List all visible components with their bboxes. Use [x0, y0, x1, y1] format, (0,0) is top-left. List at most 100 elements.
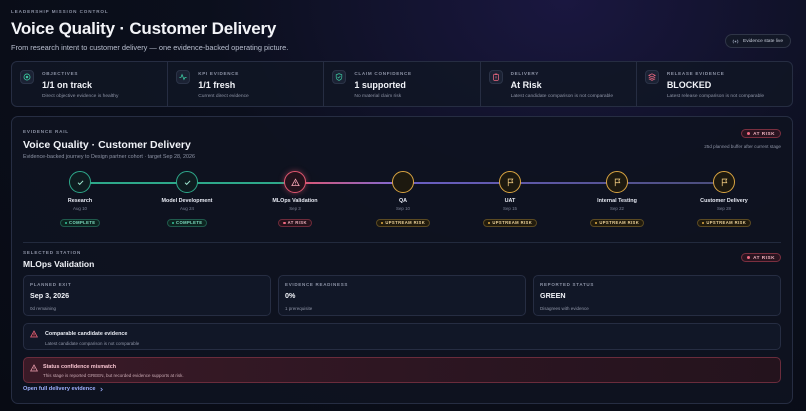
station-status-badge: UPSTREAM RISK: [375, 218, 431, 227]
status-mismatch-alert: Status confidence mismatch This stage is…: [23, 357, 781, 383]
kpi-release-evidence[interactable]: RELEASE EVIDENCE BLOCKED Latest release …: [637, 62, 792, 106]
kpi-claim-confidence[interactable]: CLAIM CONFIDENCE 1 supported No material…: [324, 62, 481, 106]
station-status-badge: UPSTREAM RISK: [696, 218, 752, 227]
kpi-strip: OBJECTIVES 1/1 on track Direct objective…: [11, 61, 793, 107]
track-segment-risk: [295, 182, 403, 184]
station-name: MLOps Validation: [272, 198, 318, 204]
card-value: 0%: [285, 291, 296, 300]
broadcast-icon: [732, 39, 739, 43]
chevron-right-icon: [100, 387, 104, 391]
kpi-label: KPI EVIDENCE: [198, 71, 240, 76]
kpi-value: BLOCKED: [666, 80, 712, 90]
station-qa[interactable]: QA Sep 10 UPSTREAM RISK: [358, 171, 448, 229]
warning-icon: [290, 177, 300, 186]
station-name: Research: [67, 198, 93, 204]
station-name: Internal Testing: [597, 198, 637, 204]
station-node[interactable]: [499, 171, 521, 193]
station-status-badge: COMPLETE: [166, 218, 208, 227]
card-value: GREEN: [540, 291, 566, 300]
evidence-readiness-card: EVIDENCE READINESS 0% 1 prerequisite: [278, 275, 526, 316]
target-icon: [23, 73, 31, 81]
kpi-sub: Latest release comparison is not compara…: [666, 94, 765, 99]
station-model-development[interactable]: Model Development Aug 24 COMPLETE: [142, 171, 232, 229]
station-research[interactable]: Research Aug 10 COMPLETE: [35, 171, 125, 229]
card-sub: 1 prerequisite: [285, 306, 313, 311]
kpi-value: At Risk: [510, 80, 542, 90]
card-value: Sep 3, 2026: [30, 291, 70, 300]
clipboard-alert-icon: [492, 73, 499, 81]
evidence-title: Comparable candidate evidence: [45, 331, 128, 337]
kpi-label: DELIVERY: [510, 71, 540, 76]
check-icon: [184, 179, 190, 185]
kpi-sub: Current direct evidence: [198, 94, 249, 99]
page-subtitle: From research intent to customer deliver…: [11, 43, 289, 52]
station-node[interactable]: [713, 171, 735, 193]
selected-eyebrow: SELECTED STATION: [23, 250, 82, 255]
status-dot: [747, 132, 751, 135]
check-icon: [77, 179, 83, 185]
station-status-badge: UPSTREAM RISK: [482, 218, 538, 227]
rail-status-label: AT RISK: [753, 131, 775, 136]
section-divider: [23, 242, 781, 243]
station-date: Aug 10: [73, 206, 87, 211]
station-name: Customer Delivery: [700, 198, 748, 204]
card-sub: Disagrees with evidence: [540, 306, 589, 311]
open-delivery-evidence-link[interactable]: Open full delivery evidence: [23, 386, 104, 392]
kpi-objectives[interactable]: OBJECTIVES 1/1 on track Direct objective…: [12, 62, 169, 106]
rail-status-badge: AT RISK: [741, 129, 781, 138]
kpi-sub: Latest candidate comparison is not compa…: [510, 94, 614, 99]
station-name: QA: [398, 198, 408, 204]
kpi-value: 1/1 fresh: [198, 80, 236, 90]
flag-icon: [721, 178, 727, 186]
kpi-delivery[interactable]: DELIVERY At Risk Latest candidate compar…: [481, 62, 637, 106]
kpi-evidence[interactable]: KPI EVIDENCE 1/1 fresh Current direct ev…: [168, 62, 325, 106]
kpi-label: RELEASE EVIDENCE: [666, 71, 725, 76]
open-link-label: Open full delivery evidence: [23, 386, 96, 392]
station-node[interactable]: [392, 171, 414, 193]
selected-station-title: MLOps Validation: [23, 259, 95, 269]
page-eyebrow: LEADERSHIP MISSION CONTROL: [11, 9, 109, 14]
evidence-live-badge[interactable]: Evidence state live: [725, 34, 791, 48]
live-badge-label: Evidence state live: [743, 38, 783, 44]
mismatch-sub: This stage is reported GREEN, but record…: [43, 373, 184, 378]
rail-subtitle: Evidence-backed journey to Design partne…: [23, 154, 196, 160]
station-date: Sep 28: [717, 206, 731, 211]
activity-icon: [179, 73, 187, 81]
shield-check-icon: [336, 73, 343, 81]
card-sub: 0d remaining: [30, 306, 57, 311]
card-label: REPORTED STATUS: [540, 282, 595, 287]
kpi-sub: Direct objective evidence is healthy: [42, 94, 119, 99]
station-customer-delivery[interactable]: Customer Delivery Sep 28 UPSTREAM RISK: [679, 171, 769, 229]
rail-title: Voice Quality · Customer Delivery: [23, 139, 191, 151]
warning-icon: [30, 364, 38, 372]
evidence-sub: Latest candidate comparison is not compa…: [45, 341, 140, 346]
station-name: Model Development: [161, 198, 213, 204]
kpi-value: 1/1 on track: [42, 80, 93, 90]
station-uat[interactable]: UAT Sep 15 UPSTREAM RISK: [465, 171, 555, 229]
station-date: Aug 24: [180, 206, 194, 211]
selected-status-label: AT RISK: [753, 255, 775, 260]
station-node[interactable]: [176, 171, 198, 193]
status-dot: [747, 256, 751, 259]
station-status-badge: UPSTREAM RISK: [589, 218, 645, 227]
page-header: LEADERSHIP MISSION CONTROL Voice Quality…: [11, 9, 288, 52]
station-status-badge: COMPLETE: [59, 218, 101, 227]
station-date: Sep 10: [396, 206, 410, 211]
station-track: Research Aug 10 COMPLETE Model Developme…: [12, 171, 794, 231]
station-internal-testing[interactable]: Internal Testing Sep 22 UPSTREAM RISK: [572, 171, 662, 229]
station-mlops-validation[interactable]: MLOps Validation Sep 3 AT RISK: [250, 171, 340, 229]
page-title: Voice Quality · Customer Delivery: [11, 19, 277, 38]
station-name: UAT: [504, 198, 516, 204]
station-date: Sep 15: [503, 206, 517, 211]
station-node[interactable]: [606, 171, 628, 193]
layers-icon: [647, 73, 656, 81]
station-date: Sep 3: [289, 206, 301, 211]
comparable-evidence-row[interactable]: Comparable candidate evidence Latest can…: [23, 323, 781, 350]
mismatch-title: Status confidence mismatch: [43, 364, 117, 370]
station-node[interactable]: [284, 171, 306, 193]
reported-status-card: REPORTED STATUS GREEN Disagrees with evi…: [533, 275, 781, 316]
station-node[interactable]: [69, 171, 91, 193]
flag-icon: [614, 178, 620, 186]
kpi-label: OBJECTIVES: [42, 71, 79, 76]
card-label: PLANNED EXIT: [30, 282, 72, 287]
